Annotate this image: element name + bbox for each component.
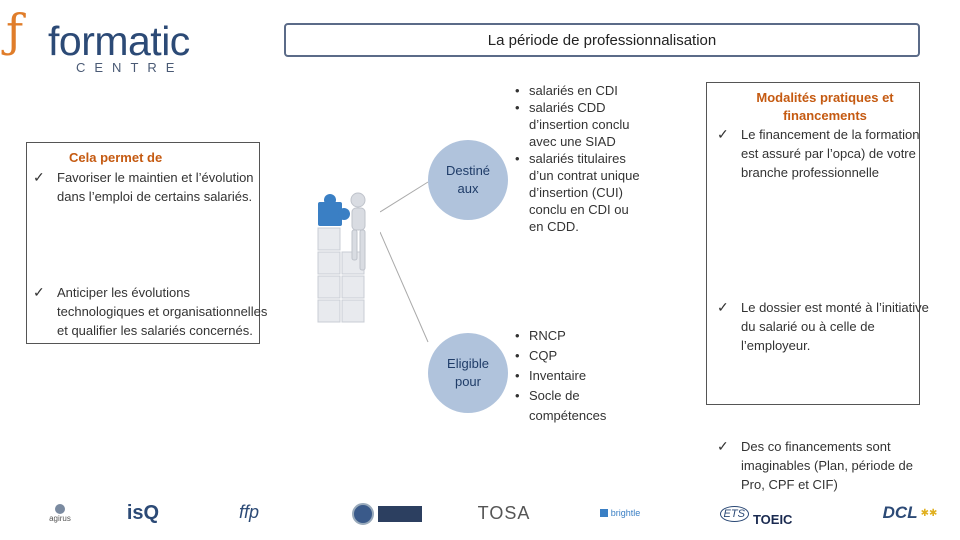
agirus-logo: agirus	[40, 500, 80, 526]
list-item: salariés en CDI	[515, 82, 645, 99]
check-icon: ✓	[33, 283, 45, 302]
benefits-box: Cela permet de ✓ Favoriser le maintien e…	[26, 142, 260, 344]
seal-icon	[352, 503, 374, 525]
logo-wordmark: formatic	[48, 18, 190, 65]
benefit-item: ✓ Favoriser le maintien et l’évolution d…	[33, 168, 265, 206]
page-title: La période de professionnalisation	[284, 23, 920, 57]
isq-logo: isQ	[118, 500, 168, 526]
check-icon: ✓	[717, 298, 729, 317]
seal-logo	[352, 502, 422, 526]
destine-label-1: Destiné	[446, 162, 490, 180]
list-item: salariés titulaires d’un contrat unique …	[515, 150, 645, 235]
eligible-circle: Eligible pour	[428, 333, 508, 413]
seal-text-bar	[378, 506, 422, 522]
brightle-logo: brightle	[588, 504, 652, 522]
page-title-text: La période de professionnalisation	[488, 32, 717, 49]
benefit-item: ✓ Anticiper les évolutions technologique…	[33, 283, 271, 340]
benefits-heading: Cela permet de	[69, 150, 162, 165]
check-icon: ✓	[33, 168, 45, 187]
eligible-label-1: Eligible	[447, 355, 489, 373]
list-item: Socle de compétences	[515, 386, 645, 426]
eligible-list: RNCP CQP Inventaire Socle de compétences	[515, 326, 645, 426]
check-icon: ✓	[717, 125, 729, 144]
modality-item: ✓ Le dossier est monté à l’initiative du…	[717, 298, 937, 355]
check-icon: ✓	[717, 437, 729, 456]
agirus-icon	[55, 504, 65, 514]
destine-circle: Destiné aux	[428, 140, 508, 220]
brightle-icon	[600, 509, 608, 517]
list-item: salariés CDD d’insertion conclu avec une…	[515, 99, 645, 150]
ets-toeic-logo: ETS TOEIC	[716, 500, 796, 528]
destine-list: salariés en CDI salariés CDD d’insertion…	[515, 82, 645, 235]
list-item: Inventaire	[515, 366, 645, 386]
logo-subtitle: CENTRE	[76, 60, 183, 75]
dcl-stars-icon: ✱✱	[921, 508, 938, 519]
modalities-box: Modalités pratiques et financements ✓ Le…	[706, 82, 920, 405]
formatic-logo: ƒ formatic CENTRE	[6, 2, 196, 74]
modality-item: ✓ Des co financements sont imaginables (…	[717, 437, 937, 494]
logo-mark-icon: ƒ	[6, 4, 23, 58]
eligible-label-2: pour	[447, 373, 489, 391]
modality-item: ✓ Le financement de la formation est ass…	[717, 125, 937, 182]
tosa-logo: TOSA	[474, 502, 534, 524]
connector-lines	[380, 120, 440, 360]
list-item: CQP	[515, 346, 645, 366]
dcl-logo: DCL ✱✱	[870, 500, 950, 526]
ffp-logo: ffp	[228, 498, 270, 526]
destine-label-2: aux	[446, 180, 490, 198]
modalities-heading: Modalités pratiques et financements	[737, 89, 913, 125]
list-item: RNCP	[515, 326, 645, 346]
